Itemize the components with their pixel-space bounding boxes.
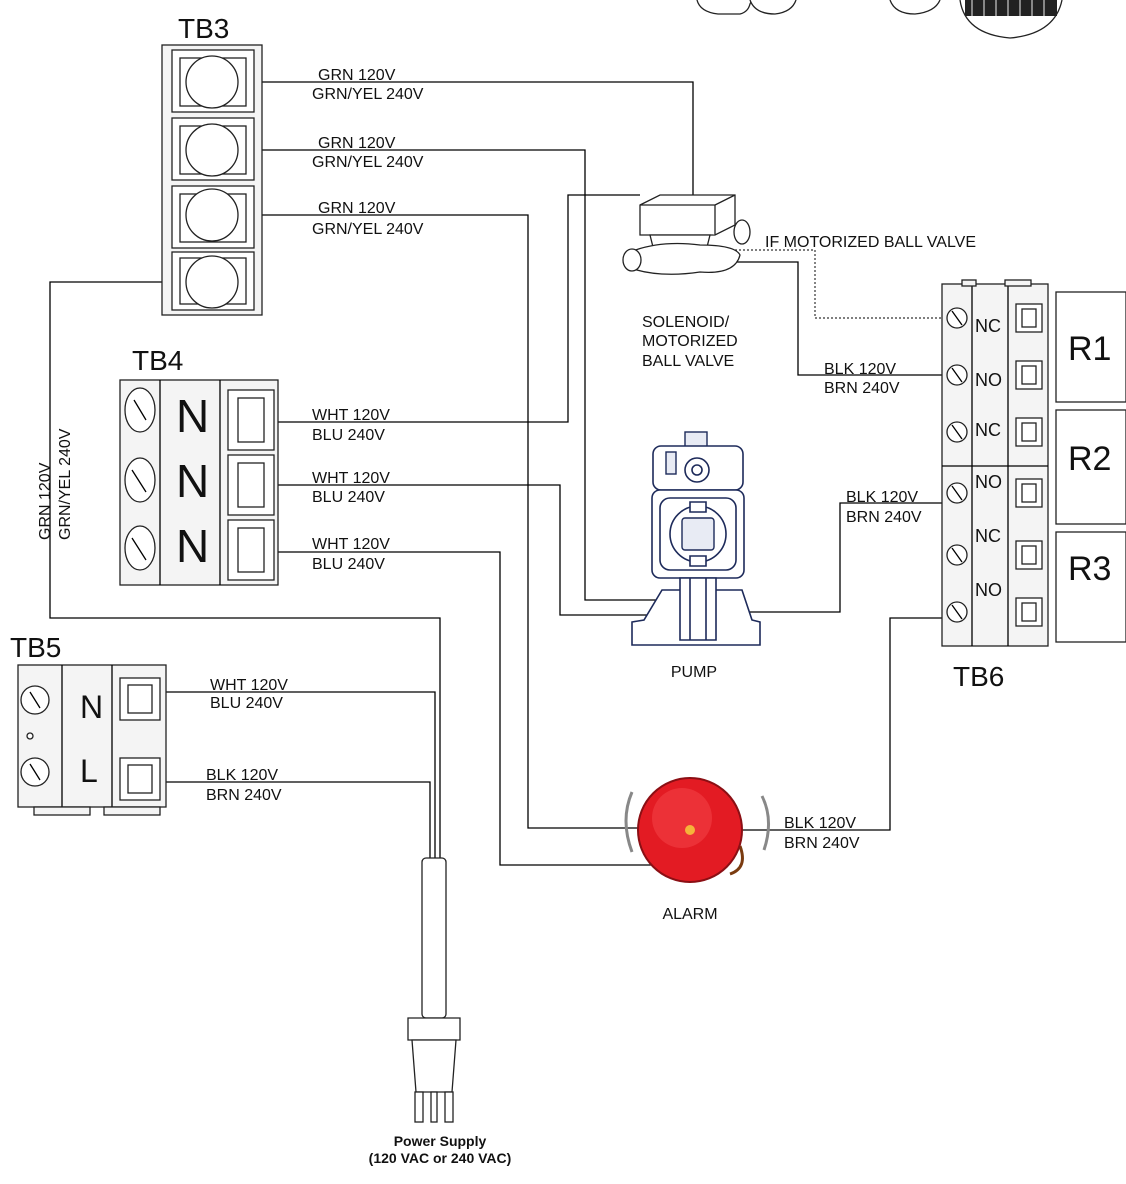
relay-r3-label: R3 bbox=[1068, 550, 1111, 588]
tb5-letter-n: N bbox=[80, 689, 103, 725]
tb6-block bbox=[941, 279, 1049, 647]
wire-ground-supply bbox=[49, 281, 441, 858]
wire-hot-valve bbox=[735, 261, 955, 376]
tb6-contact-label-1: NC bbox=[975, 316, 1001, 336]
label-brn240-pump: BRN 240V bbox=[846, 509, 922, 526]
tb6-label: TB6 bbox=[953, 661, 1004, 692]
wire-hot-alarm bbox=[735, 617, 955, 831]
label-grnyel240-vertical: GRN/YEL 240V bbox=[57, 428, 74, 540]
tb4-letter-3: N bbox=[176, 520, 209, 572]
label-blu240-supply: BLU 240V bbox=[210, 695, 283, 712]
power-supply-voltage: (120 VAC or 240 VAC) bbox=[369, 1150, 512, 1166]
motorized-note: IF MOTORIZED BALL VALVE bbox=[765, 234, 976, 251]
valve-label-1: SOLENOID/ bbox=[642, 314, 730, 331]
pump-label: PUMP bbox=[671, 664, 717, 681]
tb6-terminal-inner-4 bbox=[1021, 483, 1037, 503]
valve-label-3: BALL VALVE bbox=[642, 353, 734, 370]
wire-hot-supply bbox=[160, 781, 431, 858]
label-wht120-2: WHT 120V bbox=[312, 470, 390, 487]
relay-r2-label: R2 bbox=[1068, 440, 1111, 478]
label-blu240-2: BLU 240V bbox=[312, 489, 385, 506]
relay-r1-label: R1 bbox=[1068, 330, 1111, 368]
wire-ground-valve bbox=[225, 81, 694, 195]
tb3-block bbox=[161, 44, 263, 316]
tb6-terminal-inner-1 bbox=[1021, 308, 1037, 328]
alarm-label: ALARM bbox=[662, 906, 717, 923]
tb5-block bbox=[17, 664, 167, 816]
valve-label-2: MOTORIZED bbox=[642, 333, 738, 350]
label-blu240-3: BLU 240V bbox=[312, 556, 385, 573]
solenoid-valve-icon bbox=[622, 194, 751, 275]
wire-neutral-valve bbox=[255, 194, 640, 423]
tb6-screw-slot-2 bbox=[951, 367, 963, 383]
tb6-contact-label-6: NO bbox=[975, 580, 1002, 600]
label-brn240-supply: BRN 240V bbox=[206, 787, 282, 804]
tb6-contact-label-4: NO bbox=[975, 472, 1002, 492]
tb6-contact-label-2: NO bbox=[975, 370, 1002, 390]
wire-hot-pump bbox=[735, 502, 955, 613]
label-blk120-pump: BLK 120V bbox=[846, 489, 918, 506]
label-wht120-supply: WHT 120V bbox=[210, 677, 288, 694]
tb5-letter-l: L bbox=[80, 753, 98, 789]
relay-boxes bbox=[1055, 291, 1126, 643]
tb4-block bbox=[119, 379, 279, 586]
label-grn120-vertical: GRN 120V bbox=[37, 462, 54, 540]
label-grnyel240-1: GRN/YEL 240V bbox=[312, 86, 424, 103]
tb6-terminal-inner-2 bbox=[1021, 365, 1037, 385]
wire-neutral-supply bbox=[160, 691, 436, 858]
label-grn120-3: GRN 120V bbox=[318, 200, 396, 217]
label-wht120-3: WHT 120V bbox=[312, 536, 390, 553]
label-brn240-valve: BRN 240V bbox=[824, 380, 900, 397]
tb6-contact-label-5: NC bbox=[975, 526, 1001, 546]
wire-motorized-nc bbox=[735, 249, 955, 319]
tb3-label: TB3 bbox=[178, 13, 229, 44]
power-supply-label: Power Supply bbox=[394, 1133, 487, 1149]
wires bbox=[49, 81, 955, 866]
tb5-label: TB5 bbox=[10, 632, 61, 663]
pump-icon bbox=[631, 431, 761, 646]
power-plug-icon bbox=[407, 857, 461, 1123]
tb6-screw-slot-4 bbox=[951, 485, 963, 501]
tb4-label: TB4 bbox=[132, 345, 183, 376]
cable-gland-icons bbox=[696, 0, 1063, 39]
tb4-letter-1: N bbox=[176, 390, 209, 442]
wire-neutral-alarm bbox=[255, 551, 660, 866]
tb6-contact-label-3: NC bbox=[975, 420, 1001, 440]
label-grnyel240-3: GRN/YEL 240V bbox=[312, 221, 424, 238]
tb6-screw-slot-5 bbox=[951, 547, 963, 563]
label-grn120-1: GRN 120V bbox=[318, 67, 396, 84]
label-grn120-2: GRN 120V bbox=[318, 135, 396, 152]
wire-neutral-pump bbox=[255, 484, 660, 616]
tb6-terminal-inner-3 bbox=[1021, 422, 1037, 442]
tb6-terminal-inner-5 bbox=[1021, 545, 1037, 565]
tb6-screw-slot-1 bbox=[951, 310, 963, 326]
label-blk120-alarm: BLK 120V bbox=[784, 815, 856, 832]
label-blu240-1: BLU 240V bbox=[312, 427, 385, 444]
wire-ground-pump bbox=[225, 149, 660, 601]
label-blk120-supply: BLK 120V bbox=[206, 767, 278, 784]
tb6-screw-slot-3 bbox=[951, 424, 963, 440]
label-blk120-valve: BLK 120V bbox=[824, 361, 896, 378]
tb6-terminal-inner-6 bbox=[1021, 602, 1037, 622]
tb6-screw-slot-6 bbox=[951, 604, 963, 620]
alarm-icon bbox=[624, 777, 770, 883]
tb4-letter-2: N bbox=[176, 455, 209, 507]
label-brn240-alarm: BRN 240V bbox=[784, 835, 860, 852]
wire-ground-alarm bbox=[225, 214, 660, 829]
label-wht120-1: WHT 120V bbox=[312, 407, 390, 424]
label-grnyel240-2: GRN/YEL 240V bbox=[312, 154, 424, 171]
